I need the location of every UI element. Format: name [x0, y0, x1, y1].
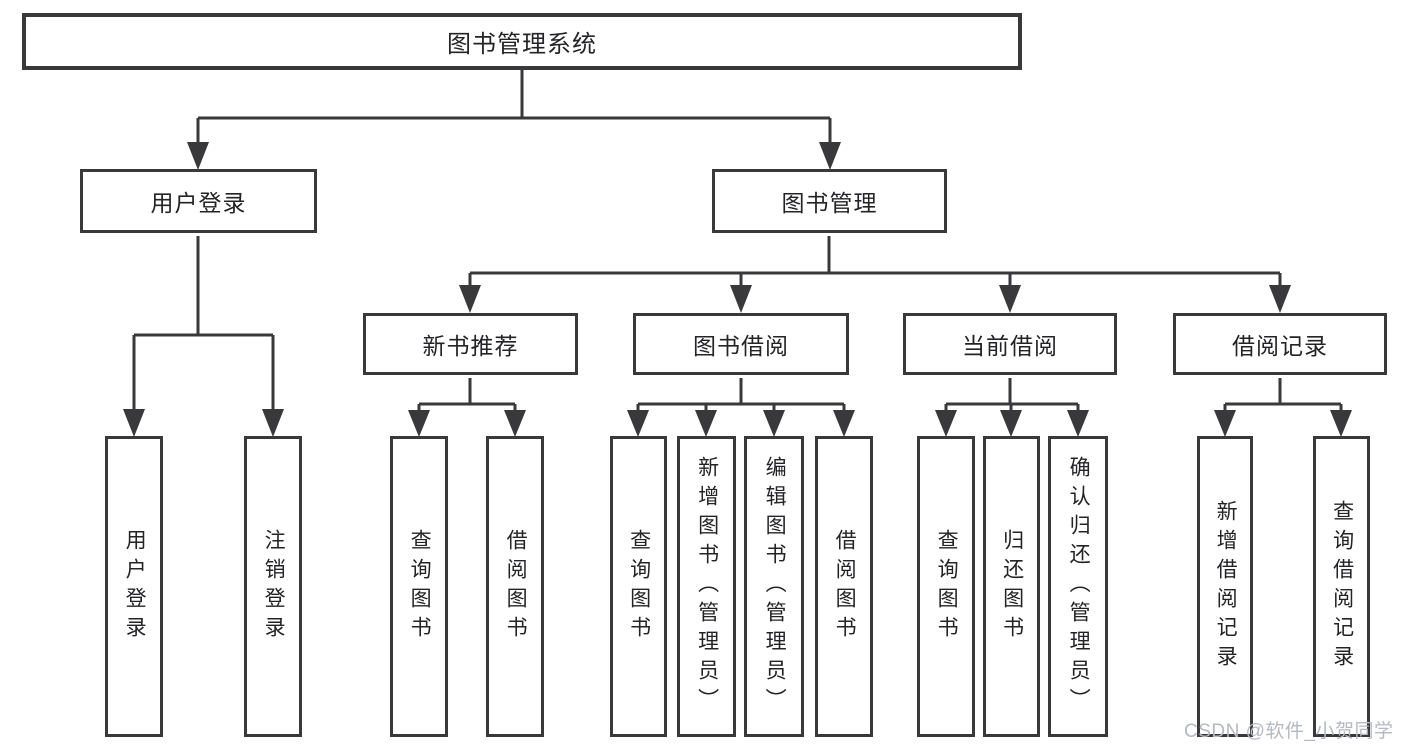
leaf-borrow-books-recommend: 借阅图书 [486, 436, 544, 737]
leaf-borrow-books-label: 借阅图书 [833, 528, 857, 645]
node-user-login-label: 用户登录 [150, 190, 247, 216]
leaf-query-books-borrow: 查询图书 [610, 436, 667, 737]
leaf-edit-book-admin: 编辑图书（管理员） [744, 436, 804, 737]
leaf-query-books-recommend: 查询图书 [390, 436, 448, 737]
node-borrow-records: 借阅记录 [1173, 313, 1387, 375]
node-current-borrow-label: 当前借阅 [962, 333, 1058, 359]
node-borrow-records-label: 借阅记录 [1232, 333, 1328, 359]
node-book-management-label: 图书管理 [781, 190, 878, 216]
csdn-watermark: CSDN @软件_小贺同学 [1184, 721, 1394, 742]
node-root-label: 图书管理系统 [447, 31, 597, 58]
leaf-query-books-current: 查询图书 [917, 436, 975, 737]
leaf-add-book-admin: 新增图书（管理员） [677, 436, 736, 737]
leaf-add-book-admin-label: 新增图书（管理员） [695, 456, 719, 717]
node-current-borrow: 当前借阅 [903, 313, 1117, 375]
leaf-add-borrow-record-label: 新增借阅记录 [1214, 499, 1238, 674]
leaf-query-books-recommend-label: 查询图书 [408, 528, 432, 645]
leaf-user-login-label: 用户登录 [123, 528, 147, 645]
leaf-user-login: 用户登录 [105, 436, 163, 737]
leaf-edit-book-admin-label: 编辑图书（管理员） [763, 456, 787, 717]
leaf-confirm-return-admin: 确认归还（管理员） [1048, 436, 1108, 737]
leaf-query-books-borrow-label: 查询图书 [627, 528, 651, 645]
node-root: 图书管理系统 [22, 13, 1022, 70]
node-user-login: 用户登录 [80, 169, 317, 233]
leaf-return-book: 归还图书 [983, 436, 1040, 737]
leaf-logout-label: 注销登录 [262, 528, 286, 645]
leaf-borrow-books-recommend-label: 借阅图书 [504, 528, 528, 645]
node-book-borrow: 图书借阅 [633, 313, 849, 375]
leaf-borrow-books: 借阅图书 [815, 436, 873, 737]
leaf-add-borrow-record: 新增借阅记录 [1197, 436, 1253, 737]
node-new-book-recommend: 新书推荐 [363, 313, 578, 375]
leaf-query-books-current-label: 查询图书 [935, 528, 959, 645]
leaf-query-borrow-record-label: 查询借阅记录 [1330, 499, 1354, 674]
leaf-confirm-return-admin-label: 确认归还（管理员） [1067, 456, 1091, 717]
leaf-logout: 注销登录 [244, 436, 302, 737]
leaf-return-book-label: 归还图书 [1000, 528, 1024, 645]
node-book-management: 图书管理 [712, 169, 947, 233]
node-new-book-recommend-label: 新书推荐 [422, 333, 519, 359]
node-book-borrow-label: 图书借阅 [693, 333, 789, 359]
leaf-query-borrow-record: 查询借阅记录 [1313, 436, 1370, 737]
